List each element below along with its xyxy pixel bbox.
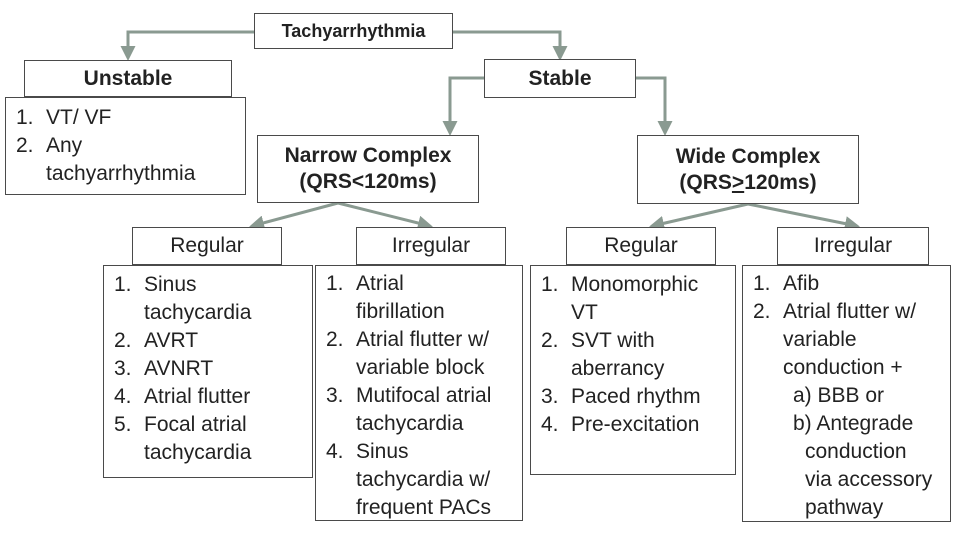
list-item: 3.Paced rhythm: [541, 385, 701, 408]
root-node: Tachyarrhythmia: [254, 13, 453, 49]
arrow-stable-to-wide: [636, 76, 673, 136]
unstable-node: Unstable: [24, 60, 232, 97]
list-item: 1.Afib: [753, 272, 820, 295]
arrow-wide-to-regular: [649, 202, 749, 231]
list-item: 2.AVRT: [114, 329, 199, 352]
narrow-regular-node: Regular: [132, 227, 282, 265]
arrow-narrow-to-irregular: [337, 201, 433, 231]
unstable-label: Unstable: [83, 66, 173, 90]
list-item: 4.Pre-excitation: [541, 413, 700, 436]
list-item: 2.Atrial flutter w/variable block: [326, 328, 490, 379]
wide-title: Wide Complex: [675, 144, 821, 168]
sub-list: a) BBB or b) Antegrade conduction via ac…: [793, 384, 933, 519]
arrow-stable-to-narrow: [442, 76, 484, 136]
stable-node: Stable: [484, 59, 636, 98]
root-label: Tachyarrhythmia: [281, 20, 426, 41]
wide-complex-node: Wide Complex (QRS>120ms): [637, 135, 859, 204]
arrow-narrow-to-regular: [249, 201, 339, 231]
stable-label: Stable: [528, 66, 592, 90]
narrow-complex-node: Narrow Complex (QRS<120ms): [257, 135, 479, 203]
wide-regular-label: Regular: [604, 234, 678, 257]
narrow-irregular-node: Irregular: [356, 227, 506, 265]
list-item: 1.VT/ VF: [16, 106, 112, 129]
wide-irregular-label: Irregular: [813, 234, 893, 257]
narrow-irregular-label: Irregular: [391, 234, 471, 257]
wide-irregular-node: Irregular: [777, 227, 929, 265]
narrow-regular-label: Regular: [170, 234, 244, 257]
arrow-root-to-stable: [453, 30, 568, 61]
narrow-subtitle: (QRS<120ms): [299, 170, 437, 193]
arrow-wide-to-irregular: [747, 202, 860, 231]
list-item: 4.Atrial flutter: [114, 385, 251, 408]
narrow-title: Narrow Complex: [284, 144, 452, 168]
wide-subtitle: (QRS>120ms): [679, 170, 817, 194]
arrow-root-to-unstable: [120, 30, 254, 61]
wide-regular-node: Regular: [566, 227, 716, 265]
list-item: 3.AVNRT: [114, 357, 214, 380]
